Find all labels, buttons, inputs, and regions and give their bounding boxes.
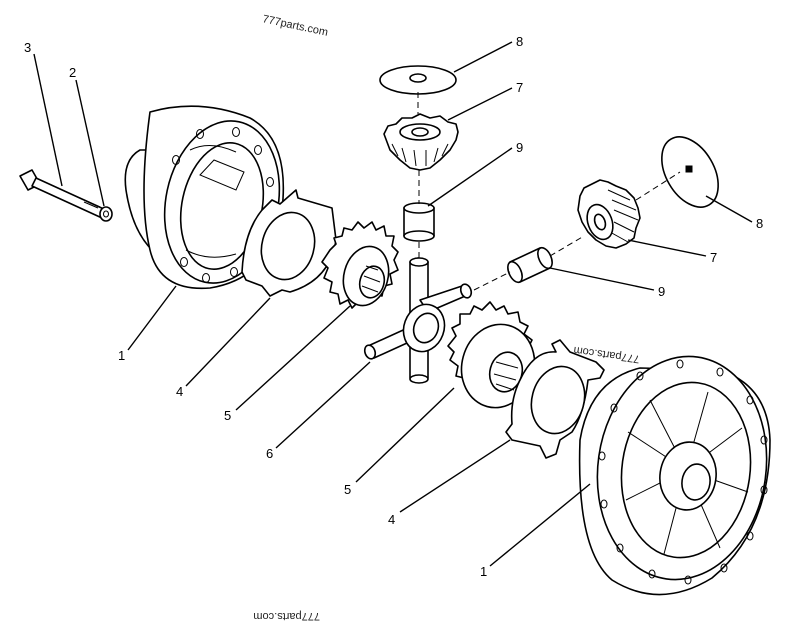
callout-numbers: 3 2 8 7 9 8 7 9 1 4 5 6 5 4 1 — [24, 34, 763, 579]
callout-7-top: 7 — [516, 80, 523, 95]
watermark-bottom: 777parts.com — [253, 610, 320, 621]
callout-7-right: 7 — [710, 250, 717, 265]
case-half-left-part-1 — [124, 105, 285, 290]
bolt-part-3 — [19, 169, 107, 219]
callout-4-left: 4 — [176, 384, 183, 399]
spider-cross-part-6 — [363, 257, 473, 384]
case-right-bolt-holes — [598, 359, 768, 585]
case-half-right-part-1 — [578, 355, 771, 596]
callout-5-left: 5 — [224, 408, 231, 423]
callout-5-right: 5 — [344, 482, 351, 497]
pinion-washer-right-part-8 — [661, 136, 719, 208]
callout-3: 3 — [24, 40, 31, 55]
pinion-gear-top-part-7 — [383, 113, 459, 171]
thrust-washer-right-part-4 — [505, 339, 605, 459]
assembly-centerlines — [417, 92, 681, 291]
callout-6: 6 — [266, 446, 273, 461]
thrust-washer-left-part-4 — [241, 189, 337, 297]
pinion-washer-top-part-8 — [379, 65, 457, 95]
callout-8-right: 8 — [756, 216, 763, 231]
callout-8-top: 8 — [516, 34, 523, 49]
bushing-right-part-9 — [507, 246, 553, 284]
callout-1-right: 1 — [480, 564, 487, 579]
callout-9-right: 9 — [658, 284, 665, 299]
callout-1-left: 1 — [118, 348, 125, 363]
leader-lines — [33, 41, 753, 567]
pinion-gear-right-part-7 — [577, 179, 641, 249]
watermark-top: 777parts.com — [261, 13, 329, 39]
callout-2: 2 — [69, 65, 76, 80]
washer-part-2 — [99, 206, 113, 222]
side-gear-left-part-5 — [321, 221, 399, 309]
case-right-spokes — [625, 391, 749, 555]
callout-4-right: 4 — [388, 512, 395, 527]
bushing-top-part-9 — [403, 202, 435, 242]
callout-9-top: 9 — [516, 140, 523, 155]
